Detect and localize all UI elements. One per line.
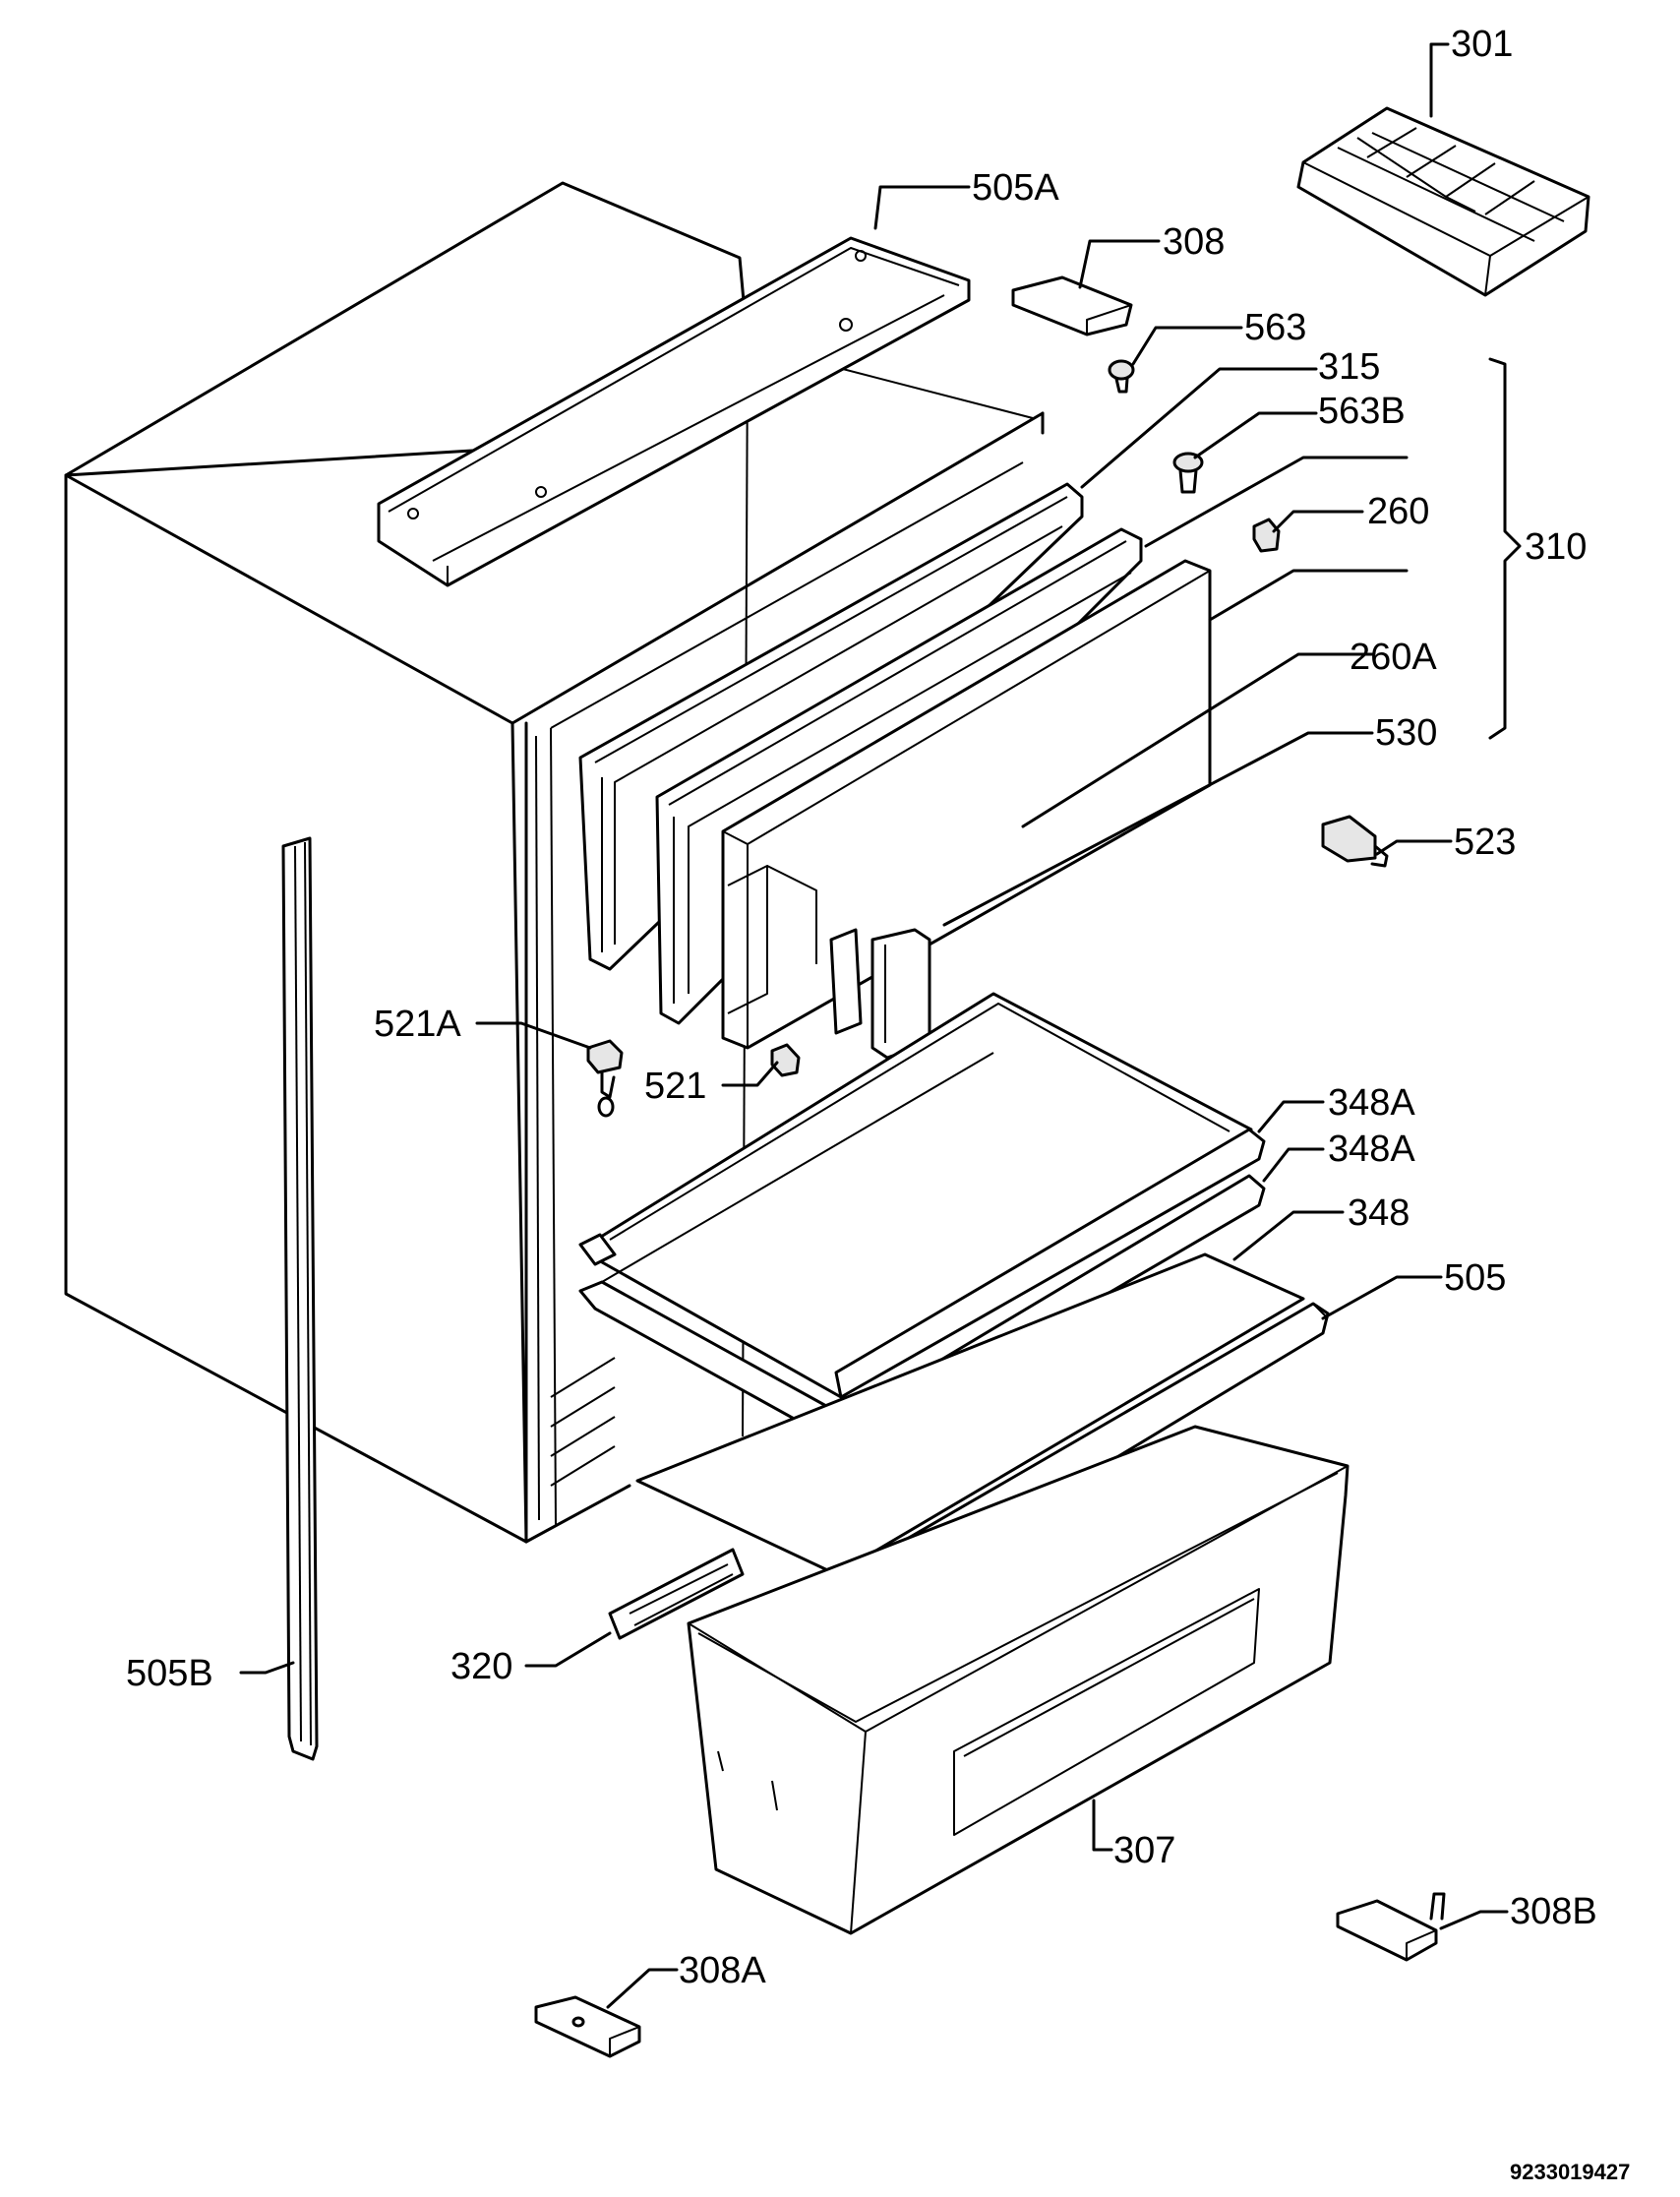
crisper-drawer-307 — [687, 1425, 1350, 1935]
shelf-348a-lower — [578, 1052, 1266, 1448]
screw-563 — [1108, 359, 1135, 394]
hinge-308 — [1011, 275, 1133, 336]
callout-308a: 308A — [679, 1950, 766, 1991]
ice-tray-301 — [1296, 106, 1590, 297]
vertical-seal-505b — [281, 836, 319, 1761]
vent-320 — [608, 1548, 745, 1640]
callout-308: 308 — [1163, 221, 1225, 263]
callout-348: 348 — [1348, 1192, 1410, 1234]
callout-260: 260 — [1367, 491, 1429, 532]
callout-563b: 563B — [1318, 391, 1406, 432]
hinge-308a — [534, 1995, 641, 2058]
hinge-308b — [1336, 1892, 1446, 1962]
screw-563b — [1172, 452, 1204, 494]
callout-260a: 260A — [1350, 637, 1437, 678]
callout-505b: 505B — [126, 1653, 213, 1694]
part-521a — [586, 1039, 624, 1118]
top-strip-505a — [377, 236, 971, 587]
callout-521: 521 — [644, 1066, 706, 1107]
callout-348a-lower: 348A — [1328, 1129, 1415, 1170]
callout-307: 307 — [1113, 1830, 1175, 1871]
callout-505a: 505A — [972, 167, 1059, 209]
callout-530: 530 — [1375, 712, 1437, 754]
callout-308b: 308B — [1510, 1891, 1597, 1932]
callout-348a-upper: 348A — [1328, 1082, 1415, 1124]
callout-320: 320 — [450, 1646, 512, 1687]
door-handle — [829, 928, 931, 1060]
callout-301: 301 — [1451, 24, 1513, 65]
callout-523: 523 — [1454, 822, 1516, 863]
callout-labels: 301 505A 308 563 315 563B 260 310 260A 5… — [126, 24, 1630, 2184]
part-523 — [1321, 815, 1389, 868]
callout-505: 505 — [1444, 1257, 1506, 1299]
reference-number: 9233019427 — [1510, 2160, 1630, 2184]
part-521 — [770, 1043, 801, 1077]
callout-563: 563 — [1244, 307, 1306, 348]
clip-260 — [1252, 518, 1281, 553]
shelf-348a-upper — [578, 992, 1266, 1399]
leader-lines — [239, 42, 1522, 2009]
callout-315: 315 — [1318, 346, 1380, 388]
callout-310: 310 — [1525, 526, 1587, 568]
callout-521a: 521A — [374, 1004, 461, 1045]
